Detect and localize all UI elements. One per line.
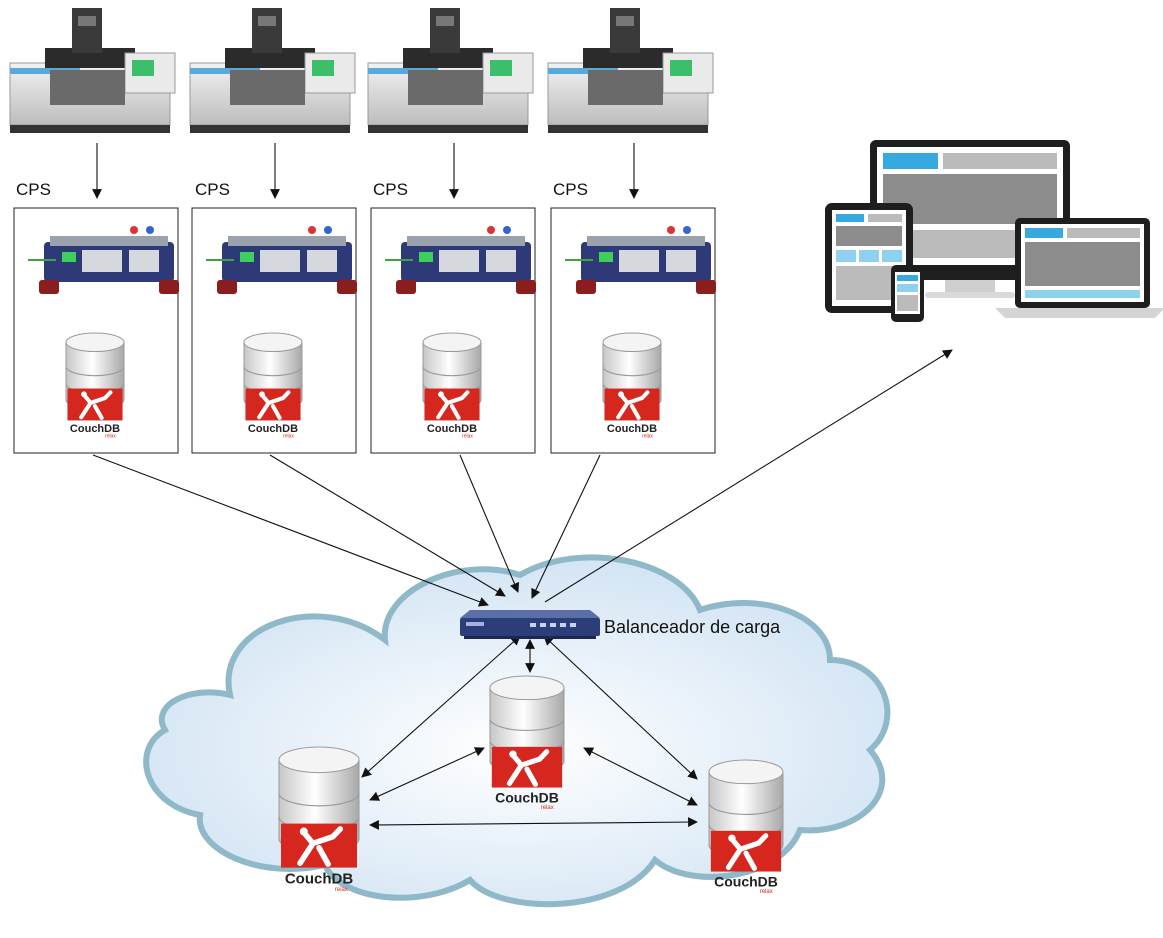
- couchdb-label: CouchDB: [495, 789, 559, 805]
- cps-label-1: CPS: [16, 180, 51, 199]
- cps-label-4: CPS: [553, 180, 588, 199]
- couchdb-label: CouchDB: [714, 873, 778, 889]
- connection-arrow: [544, 349, 953, 603]
- industrial-machine-icon: [547, 8, 714, 133]
- connection-arrow: [369, 747, 485, 801]
- cps-device-icon: [385, 226, 536, 294]
- cps-device-icon: [565, 226, 716, 294]
- couchdb-tag: relax: [642, 433, 653, 439]
- industrial-machine-icon: [189, 8, 356, 133]
- couchdb-tag: relax: [541, 805, 554, 811]
- couchdb-label: CouchDB: [70, 423, 120, 435]
- connection-arrow: [583, 747, 698, 806]
- couchdb-label: CouchDB: [607, 423, 657, 435]
- cps-label-2: CPS: [195, 180, 230, 199]
- couchdb-label: CouchDB: [427, 423, 477, 435]
- router-icon: [460, 610, 600, 639]
- industrial-machine-icon: [367, 8, 534, 133]
- connection-arrow: [369, 817, 698, 830]
- cps-device-icon: [206, 226, 357, 294]
- cps-label-3: CPS: [373, 180, 408, 199]
- couchdb-tag: relax: [335, 887, 348, 893]
- cps-units: CouchDBrelaxCouchDBrelaxCouchDBrelaxCouc…: [13, 207, 716, 454]
- connection-arrow: [92, 454, 489, 607]
- connection-arrow: [459, 454, 520, 593]
- connections: [92, 143, 953, 830]
- load-balancer-label: Balanceador de carga: [604, 617, 781, 637]
- couchdb-tag: relax: [760, 889, 773, 895]
- responsive-devices-icon: [825, 140, 1163, 322]
- couchdb-tag: relax: [283, 433, 294, 439]
- machines-row: [9, 8, 714, 133]
- couchdb-tag: relax: [105, 433, 116, 439]
- connection-arrow: [269, 454, 506, 597]
- connection-arrow: [531, 454, 601, 599]
- cps-device-icon: [28, 226, 179, 294]
- couchdb-label: CouchDB: [285, 871, 353, 888]
- couchdb-label: CouchDB: [248, 423, 298, 435]
- couchdb-tag: relax: [462, 433, 473, 439]
- industrial-machine-icon: [9, 8, 176, 133]
